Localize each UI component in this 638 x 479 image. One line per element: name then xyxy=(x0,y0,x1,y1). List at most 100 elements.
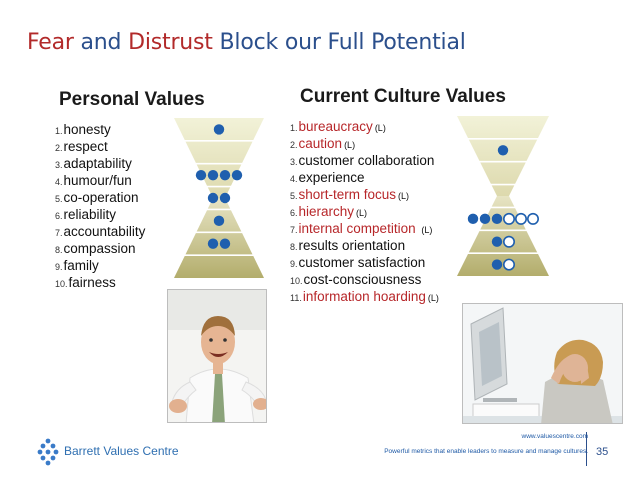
list-item-label: accountability xyxy=(63,224,146,239)
list-item-number: 6. xyxy=(55,211,63,221)
list-item: 7.accountability xyxy=(55,223,145,240)
positive-value-dot xyxy=(479,213,491,225)
list-item-label: honesty xyxy=(63,122,111,137)
positive-value-dot xyxy=(213,124,225,135)
limiting-value-mark: (L) xyxy=(344,140,356,150)
list-item-number: 4. xyxy=(290,174,298,184)
list-item-label: short-term focus xyxy=(298,187,397,202)
happy-man-photo xyxy=(167,289,267,423)
limiting-value-dot xyxy=(502,212,515,225)
list-item-number: 3. xyxy=(290,157,298,167)
positive-value-dot xyxy=(491,213,503,225)
limiting-value-dot xyxy=(514,212,527,225)
list-item-number: 2. xyxy=(290,140,298,150)
list-item: 3.adaptability xyxy=(55,155,145,172)
barrett-logo: Barrett Values Centre xyxy=(34,435,224,467)
list-item: 3.customer collaboration xyxy=(290,152,439,169)
limiting-value-dot xyxy=(527,212,540,225)
list-item-number: 3. xyxy=(55,160,63,170)
culture-values-heading: Current Culture Values xyxy=(300,86,506,107)
positive-value-dot xyxy=(467,213,479,225)
list-item-number: 2. xyxy=(55,143,63,153)
barrett-logo-icon xyxy=(37,438,59,466)
list-item-label: bureaucracy xyxy=(298,119,373,134)
list-item-label: internal competition xyxy=(298,221,420,236)
list-item-number: 8. xyxy=(55,245,63,255)
list-item-label: caution xyxy=(298,136,343,151)
list-item-label: customer satisfaction xyxy=(298,255,426,270)
list-item-number: 6. xyxy=(290,208,298,218)
list-item: 2.respect xyxy=(55,138,145,155)
title-distrust: Distrust xyxy=(128,30,213,55)
limiting-value-mark: (L) xyxy=(421,225,433,235)
list-item: 6.hierarchy(L) xyxy=(290,203,439,220)
list-item: 11.information hoarding(L) xyxy=(290,288,439,305)
culture-values-hourglass xyxy=(457,116,549,276)
list-item: 6.reliability xyxy=(55,206,145,223)
list-item-number: 1. xyxy=(55,126,63,136)
positive-value-dot xyxy=(219,192,231,204)
limiting-value-dot xyxy=(502,235,515,248)
positive-value-dot xyxy=(219,169,231,181)
list-item-number: 5. xyxy=(290,191,298,201)
hourglass-bottom xyxy=(174,198,264,278)
list-item-label: fairness xyxy=(68,275,116,290)
list-item: 9.family xyxy=(55,257,145,274)
footer-divider xyxy=(586,432,587,466)
list-item-number: 7. xyxy=(290,225,298,235)
list-item-label: information hoarding xyxy=(302,289,426,304)
hourglass-bottom xyxy=(457,196,549,276)
list-item-label: results orientation xyxy=(298,238,406,253)
list-item-label: cost-consciousness xyxy=(303,272,422,287)
hourglass-top xyxy=(457,116,549,196)
title-rest: Block our Full Potential xyxy=(212,30,466,55)
list-item: 2.caution(L) xyxy=(290,135,439,152)
list-item-number: 8. xyxy=(290,242,298,252)
title-and: and xyxy=(73,30,129,55)
positive-value-dot xyxy=(231,169,243,181)
list-item: 4.humour/fun xyxy=(55,172,145,189)
limiting-value-mark: (L) xyxy=(398,191,410,201)
list-item: 7.internal competition (L) xyxy=(290,220,439,237)
limiting-value-mark: (L) xyxy=(356,208,368,218)
personal-values-hourglass xyxy=(174,118,264,278)
footer-url[interactable]: www.valuescentre.com xyxy=(521,433,588,440)
positive-value-dot xyxy=(497,145,509,156)
list-item: 9.customer satisfaction xyxy=(290,254,439,271)
list-item-label: compassion xyxy=(63,241,136,256)
list-item: 1.honesty xyxy=(55,121,145,138)
barrett-logo-text: Barrett Values Centre xyxy=(64,444,179,458)
list-item-number: 10. xyxy=(290,276,303,286)
slide-title: Fear and Distrust Block our Full Potenti… xyxy=(27,30,466,55)
list-item-label: family xyxy=(63,258,99,273)
hourglass-top xyxy=(174,118,264,198)
positive-value-dot xyxy=(491,259,503,270)
positive-value-dot xyxy=(207,192,219,204)
list-item: 10.cost-consciousness xyxy=(290,271,439,288)
list-item-number: 9. xyxy=(290,259,298,269)
list-item: 1.bureaucracy(L) xyxy=(290,118,439,135)
title-fear: Fear xyxy=(27,30,74,55)
list-item: 8.compassion xyxy=(55,240,145,257)
list-item-label: hierarchy xyxy=(298,204,355,219)
positive-value-dot xyxy=(219,238,231,249)
list-item-label: respect xyxy=(63,139,108,154)
list-item-number: 5. xyxy=(55,194,63,204)
list-item-number: 10. xyxy=(55,279,68,289)
personal-values-heading: Personal Values xyxy=(59,89,205,110)
list-item: 5.co-operation xyxy=(55,189,145,206)
list-item-label: customer collaboration xyxy=(298,153,435,168)
list-item: 8.results orientation xyxy=(290,237,439,254)
list-item: 5.short-term focus(L) xyxy=(290,186,439,203)
list-item-label: adaptability xyxy=(63,156,132,171)
list-item-label: experience xyxy=(298,170,365,185)
limiting-value-mark: (L) xyxy=(374,123,386,133)
positive-value-dot xyxy=(207,169,219,181)
positive-value-dot xyxy=(491,236,503,247)
list-item-number: 7. xyxy=(55,228,63,238)
limiting-value-mark: (L) xyxy=(427,293,439,303)
list-item: 4.experience xyxy=(290,169,439,186)
list-item-number: 1. xyxy=(290,123,298,133)
list-item-number: 4. xyxy=(55,177,63,187)
list-item: 10.fairness xyxy=(55,274,145,291)
